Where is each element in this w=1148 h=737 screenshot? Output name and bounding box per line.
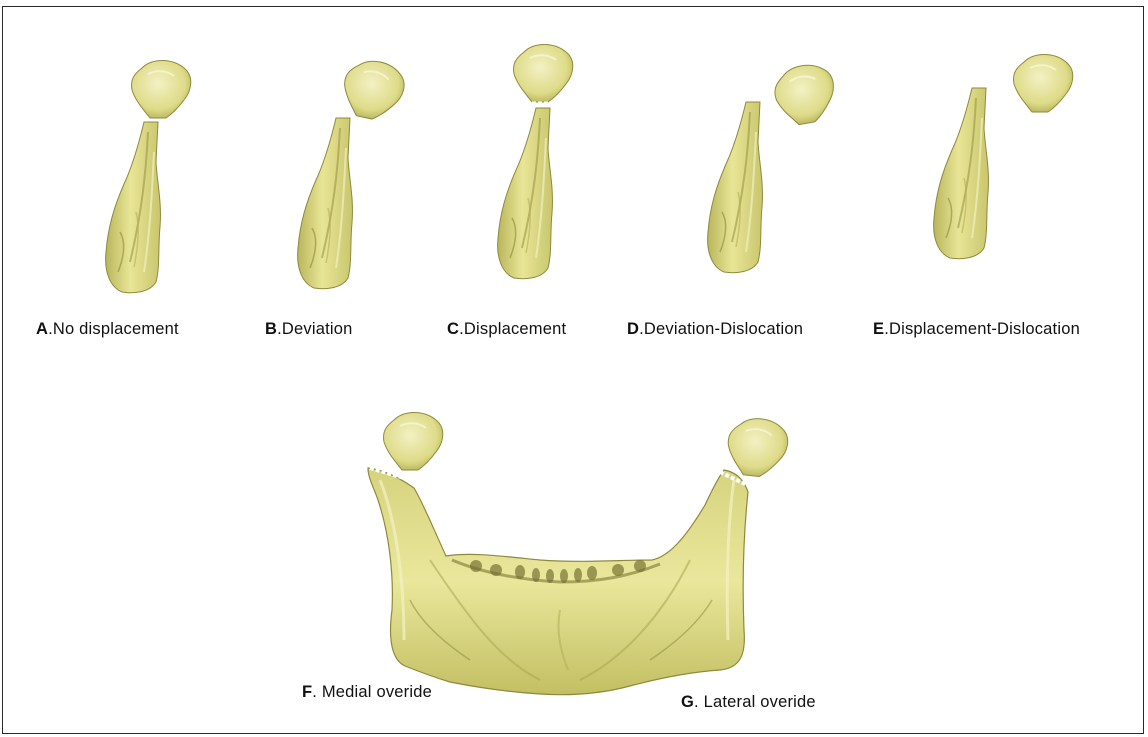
label-f: F. Medial overide <box>302 683 432 702</box>
mandible <box>368 413 790 695</box>
label-g: G. Lateral overide <box>681 693 816 712</box>
label-e: E.Displacement-Dislocation <box>873 320 1080 339</box>
label-d: D.Deviation-Dislocation <box>627 320 803 339</box>
panel-b-bone <box>298 56 409 289</box>
panel-d-bone <box>708 61 840 273</box>
panel-e-bone <box>934 55 1073 259</box>
label-b: B.Deviation <box>265 320 353 339</box>
label-c: C.Displacement <box>447 320 566 339</box>
panel-c-bone <box>498 45 573 279</box>
label-a: A.No displacement <box>36 320 179 339</box>
panel-a-bone <box>106 61 191 293</box>
